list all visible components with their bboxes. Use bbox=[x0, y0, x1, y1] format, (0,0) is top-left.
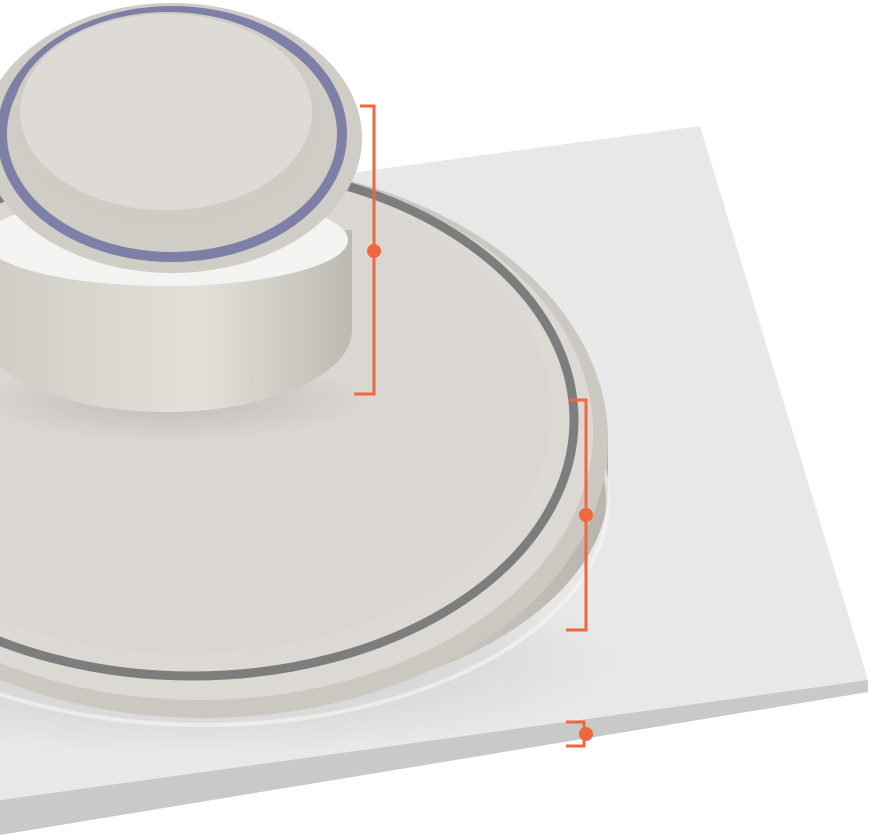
top-cap bbox=[0, 3, 370, 442]
middle-disc bbox=[0, 159, 620, 755]
callout-middle-disc bbox=[566, 398, 871, 632]
callout-dot bbox=[367, 244, 381, 258]
callout-base-plate bbox=[566, 720, 871, 748]
top-cap-ring bbox=[0, 6, 347, 262]
base-plate-edge bbox=[0, 680, 868, 835]
callout-dot bbox=[579, 727, 593, 741]
callout-dot bbox=[579, 508, 593, 522]
top-cap-top-face bbox=[20, 14, 312, 210]
callout-top-cap bbox=[354, 104, 871, 396]
